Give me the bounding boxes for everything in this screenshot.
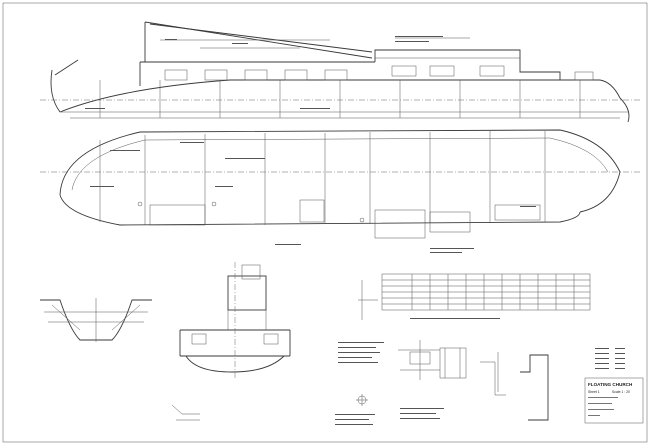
title-text: FLOATING CHURCH <box>588 382 633 387</box>
sheet-number: Sheet 1 <box>588 390 600 394</box>
scale-text: Scale 1 : 20 <box>612 390 630 394</box>
plan-view <box>40 129 640 253</box>
title-block: FLOATING CHURCH Sheet 1 Scale 1 : 20 <box>584 377 644 424</box>
hull-section-view <box>40 298 152 342</box>
particulars-list <box>595 348 625 369</box>
side-elevation <box>40 21 640 123</box>
end-elevation-view <box>171 262 291 421</box>
detail-drawings <box>335 340 549 425</box>
scantling-table <box>358 273 591 320</box>
